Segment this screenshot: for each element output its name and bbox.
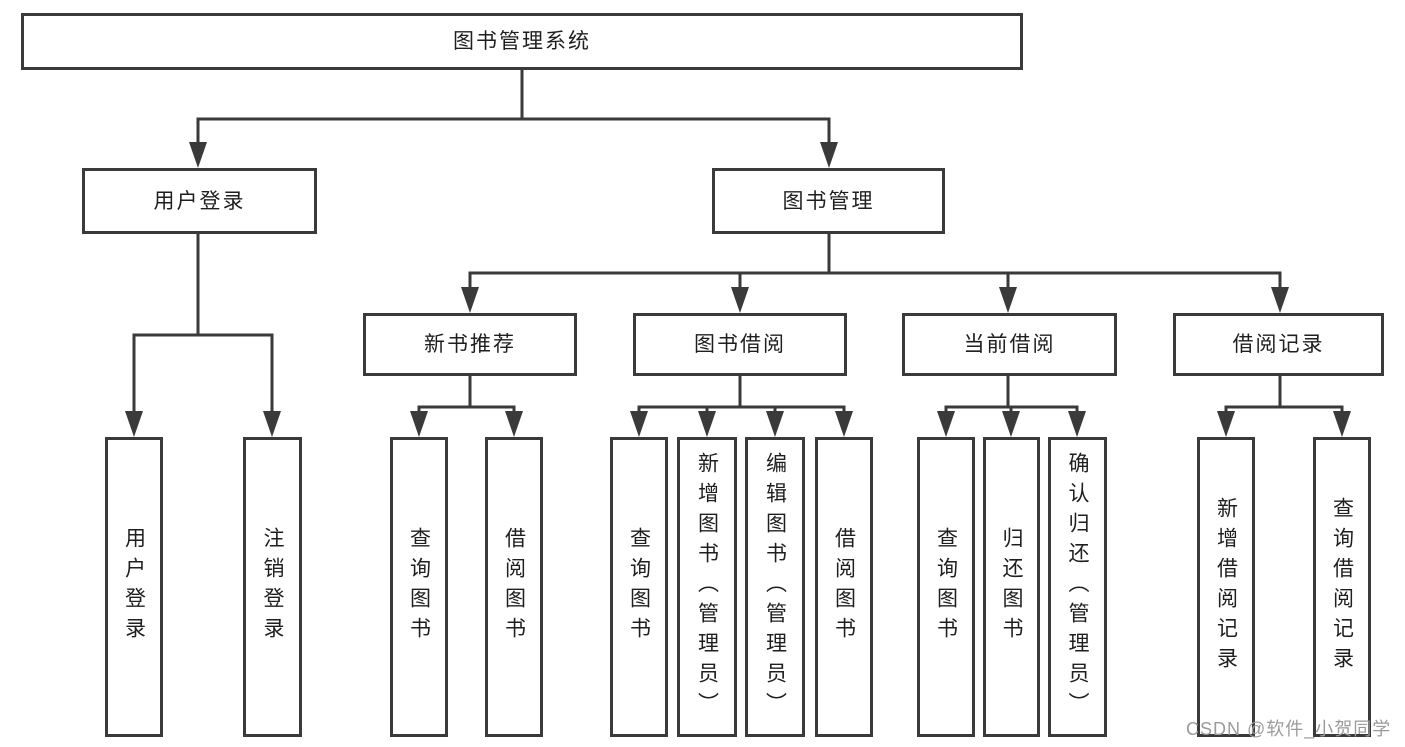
node-library-management-system: 图书管理系统 bbox=[21, 13, 1023, 70]
arrowheads bbox=[125, 142, 1351, 437]
node-new-book-recommendation: 新书推荐 bbox=[363, 313, 577, 376]
leaf-confirm-return-admin: 确认归还（管理员） bbox=[1048, 437, 1107, 737]
leaf-user-login: 用户登录 bbox=[105, 437, 163, 737]
node-current-borrowing: 当前借阅 bbox=[902, 313, 1117, 376]
leaf-query-borrow-record: 查询借阅记录 bbox=[1313, 437, 1371, 737]
node-book-borrowing: 图书借阅 bbox=[633, 313, 847, 376]
leaf-return-books: 归还图书 bbox=[983, 437, 1040, 737]
csdn-watermark: CSDN @软件_小贺同学 bbox=[1186, 719, 1392, 739]
leaf-borrow-books: 借阅图书 bbox=[485, 437, 543, 737]
leaf-query-books: 查询图书 bbox=[917, 437, 975, 737]
leaf-borrow-books: 借阅图书 bbox=[815, 437, 873, 737]
leaf-query-books: 查询图书 bbox=[610, 437, 668, 737]
node-user-login: 用户登录 bbox=[82, 168, 317, 234]
leaf-add-borrow-record: 新增借阅记录 bbox=[1197, 437, 1255, 737]
leaf-add-books-admin: 新增图书（管理员） bbox=[677, 437, 737, 737]
node-book-management: 图书管理 bbox=[712, 168, 945, 234]
node-borrowing-records: 借阅记录 bbox=[1173, 313, 1384, 376]
leaf-query-books: 查询图书 bbox=[390, 437, 448, 737]
leaf-logout: 注销登录 bbox=[243, 437, 302, 737]
leaf-edit-books-admin: 编辑图书（管理员） bbox=[745, 437, 805, 737]
